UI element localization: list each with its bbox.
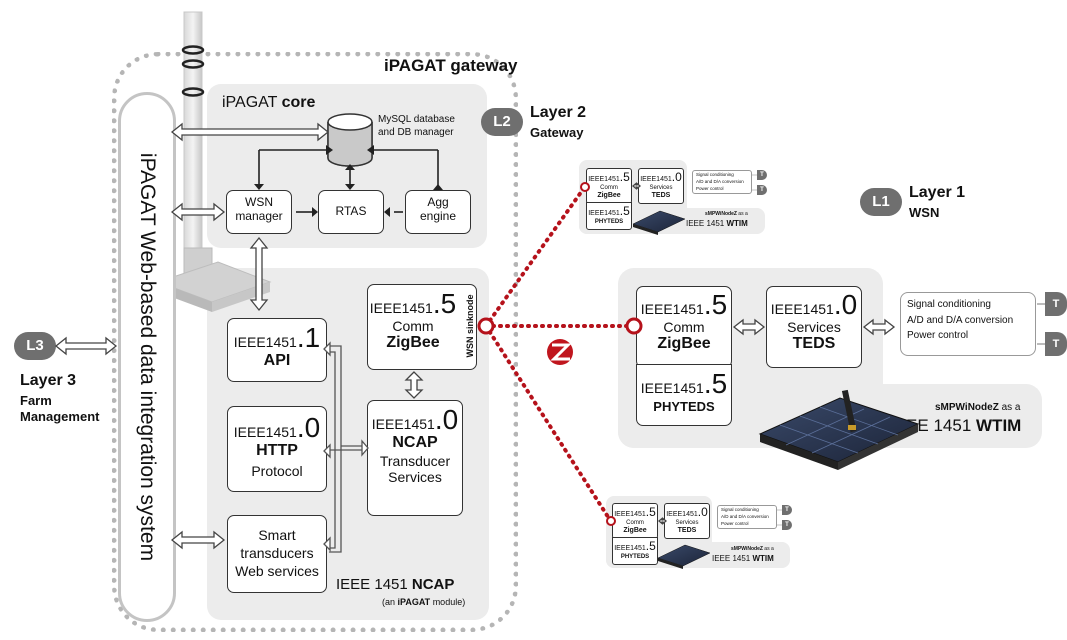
- layer3-tag: L3: [14, 332, 56, 360]
- layer2-title: Layer 2: [530, 104, 587, 121]
- wtim-top-caption2: IEEE 1451 WTIM: [686, 219, 748, 228]
- rtas-box: RTAS: [318, 190, 384, 234]
- gateway-title: iPAGAT gateway: [384, 56, 518, 75]
- ncap-footer: IEEE 1451 NCAP: [336, 576, 455, 593]
- wtim-top-t2: T: [757, 185, 767, 195]
- layer1-sub: WSN: [909, 205, 940, 220]
- wtim-bottom-caption: sMPWiNodeZ as a: [731, 546, 774, 552]
- transducer-tag-2: T: [1045, 332, 1067, 356]
- ncap-footer-sub: (an iPAGAT module): [382, 597, 466, 607]
- layer2-sub: Gateway: [530, 125, 584, 140]
- hollow-arrows: [54, 122, 896, 550]
- gateway-outline: [112, 52, 518, 632]
- core-title: iPAGAT core: [222, 94, 316, 111]
- wtim-bottom-caption2: IEEE 1451 WTIM: [712, 554, 774, 563]
- layer3-title: Layer 3: [20, 372, 77, 389]
- link-nodes: [477, 182, 643, 526]
- ncap-transducer-services-box: IEEE1451.0 NCAP Transducer Services: [367, 400, 463, 516]
- transducer-tag-1: T: [1045, 292, 1067, 316]
- web-system-capsule: [118, 92, 176, 622]
- wtim-bottom-t2: T: [782, 520, 792, 530]
- layer2-tag: L2: [481, 108, 523, 136]
- wtim-bottom-phy-box: IEEE1451.5 PHYTEDS: [612, 537, 658, 565]
- solar-node-icon-small: [632, 210, 711, 569]
- wtim-large-services-box: IEEE1451.0 Services TEDS: [766, 286, 862, 368]
- wtim-large-comm-box: IEEE1451.5 Comm ZigBee: [636, 286, 732, 368]
- layer1-title: Layer 1: [909, 184, 966, 201]
- layer1-tag: L1: [860, 188, 902, 216]
- wtim-top-caption: sMPWiNodeZ as a: [705, 211, 748, 217]
- wtim-large-phyteds-box: IEEE1451.5 PHYTEDS: [636, 364, 732, 426]
- core-arrows: [254, 145, 443, 217]
- zigbee-links: [484, 186, 634, 522]
- wtim-bottom-t1: T: [782, 505, 792, 515]
- wtim-top-t1: T: [757, 170, 767, 180]
- ieee1451-0-http-box: IEEE1451.0 HTTP Protocol: [227, 406, 327, 492]
- wsn-sinknode-box: IEEE1451.5 Comm ZigBee: [367, 284, 477, 370]
- solar-node-icon: [758, 389, 920, 470]
- ieee1451-1-api-box: IEEE1451.1 API: [227, 318, 327, 382]
- wtim-top-phy-box: IEEE1451.5 PHYTEDS: [586, 202, 632, 230]
- zigbee-logo-icon: [547, 339, 573, 365]
- wtim-large-caption: sMPWiNodeZ as a: [935, 402, 1021, 413]
- ncap-bracket: [323, 341, 369, 553]
